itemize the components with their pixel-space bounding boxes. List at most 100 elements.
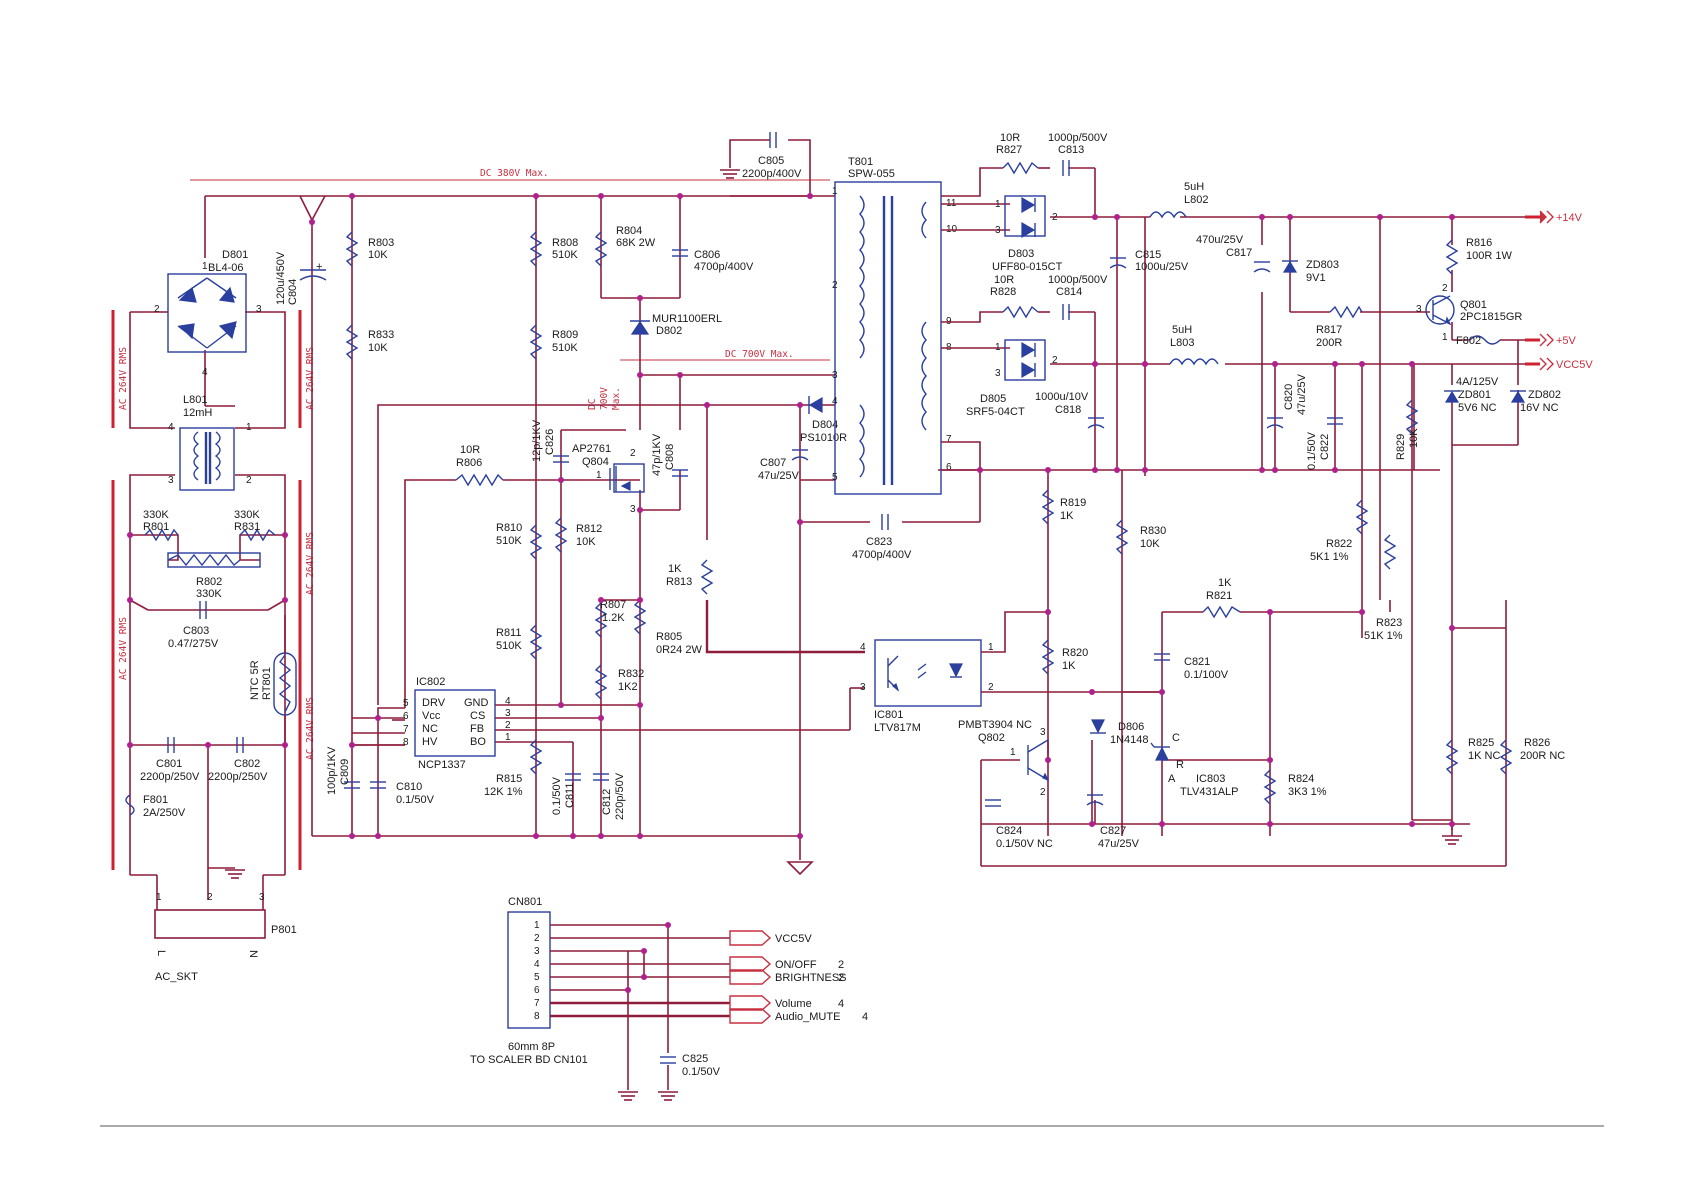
svg-text:3: 3 [505, 708, 511, 719]
c815-capacitor: C815 1000u/25V [1109, 249, 1189, 273]
p801-ac-socket[interactable]: 1 2 3 P801 L N AC_SKT [154, 892, 297, 983]
svg-text:1: 1 [995, 342, 1001, 353]
svg-text:R808: R808 [552, 237, 578, 249]
svg-text:C813: C813 [1058, 144, 1084, 156]
r823-resistor: R823 51K 1% [1364, 534, 1403, 642]
svg-text:16V NC: 16V NC [1520, 402, 1559, 414]
svg-text:C806: C806 [694, 249, 720, 261]
svg-text:L802: L802 [1184, 194, 1208, 206]
svg-text:2200p/400V: 2200p/400V [742, 168, 802, 180]
svg-text:3: 3 [168, 475, 174, 486]
svg-text:C822: C822 [1319, 434, 1331, 460]
r822-resistor: R822 5K1 1% [1310, 499, 1369, 563]
svg-text:47u/25V: 47u/25V [1296, 373, 1308, 415]
rt801-ntc-thermistor: NTC 5R RT801 [249, 615, 297, 745]
r825-resistor: R825 1K NC [1445, 737, 1500, 775]
svg-text:470u/25V: 470u/25V [1196, 234, 1244, 246]
svg-text:4: 4 [832, 396, 838, 407]
c812-capacitor: C812 220p/50V [593, 772, 626, 820]
svg-text:R832: R832 [618, 668, 644, 680]
signal-vcc5v: VCC5V [729, 930, 812, 946]
r829-resistor: R829 10K [1395, 399, 1420, 460]
svg-text:1K: 1K [1218, 577, 1232, 589]
svg-text:5: 5 [832, 472, 838, 483]
svg-text:R819: R819 [1060, 497, 1086, 509]
f801-fuse: F801 2A/250V [125, 794, 186, 819]
svg-text:F801: F801 [143, 794, 168, 806]
svg-text:R811: R811 [496, 627, 521, 639]
svg-text:Max.: Max. [611, 387, 622, 410]
signal-brightness: BRIGHTNESS 2 [729, 969, 847, 985]
zd803-zener: ZD803 9V1 [1282, 259, 1339, 284]
ground-primary [224, 169, 814, 879]
svg-text:R826: R826 [1524, 737, 1550, 749]
r815-resistor: R815 12K 1% [484, 739, 543, 798]
d803-dual-diode: 1 3 2 D803 UFF80-015CT [992, 195, 1063, 273]
svg-text:BL4-06: BL4-06 [208, 262, 243, 274]
svg-text:AC 264V RMS: AC 264V RMS [118, 617, 129, 680]
l801-choke: L801 12mH 4 1 3 2 [168, 394, 252, 491]
svg-text:1.2K: 1.2K [602, 612, 625, 624]
svg-text:10K: 10K [368, 249, 388, 261]
svg-text:10K: 10K [1408, 428, 1420, 448]
svg-text:510K: 510K [552, 342, 578, 354]
svg-text:4: 4 [838, 998, 844, 1010]
svg-text:R829: R829 [1395, 434, 1407, 460]
ac-264v-annotations: AC 264V RMS AC 264V RMS AC 264V RMS AC 2… [111, 310, 316, 870]
svg-text:IC801: IC801 [874, 709, 903, 721]
svg-text:R817: R817 [1316, 324, 1342, 336]
svg-text:2A/250V: 2A/250V [143, 807, 186, 819]
svg-text:510K: 510K [496, 535, 522, 547]
svg-text:R801: R801 [143, 521, 169, 533]
svg-text:5K1 1%: 5K1 1% [1310, 551, 1349, 563]
c807-capacitor: C807 47u/25V [758, 449, 809, 482]
svg-text:C815: C815 [1135, 249, 1161, 261]
svg-text:3: 3 [256, 304, 262, 315]
svg-text:10R: 10R [460, 444, 480, 456]
svg-text:LTV817M: LTV817M [874, 722, 921, 734]
svg-text:R812: R812 [576, 523, 602, 535]
svg-text:6: 6 [403, 711, 409, 722]
svg-text:3: 3 [860, 682, 866, 693]
d802-diode: MUR1100ERL D802 [630, 313, 722, 337]
svg-text:0.1/50V: 0.1/50V [396, 794, 435, 806]
svg-text:BRIGHTNESS: BRIGHTNESS [775, 972, 847, 984]
svg-text:ZD802: ZD802 [1528, 389, 1561, 401]
svg-text:3K3 1%: 3K3 1% [1288, 786, 1327, 798]
cn801-connector[interactable]: CN801 1 2 3 4 5 6 7 8 60mm 8P TO SCALER … [470, 896, 588, 1066]
svg-text:1: 1 [596, 470, 602, 481]
l803-inductor: 5uH L803 [1169, 324, 1219, 366]
svg-text:A: A [1168, 773, 1176, 785]
svg-text:1000u/10V: 1000u/10V [1035, 391, 1089, 403]
svg-text:10K: 10K [1140, 538, 1160, 550]
r821-resistor: 1K R821 [1202, 577, 1241, 619]
svg-text:6: 6 [534, 985, 540, 996]
signal-volume: Volume 4 [729, 995, 844, 1011]
svg-text:D802: D802 [656, 325, 682, 337]
c822-capacitor: 0.1/50V C822 [1306, 417, 1343, 470]
svg-text:510K: 510K [552, 249, 578, 261]
r809-resistor: R809 510K [529, 324, 578, 360]
ic803-shunt-regulator: C R A IC803 TLV431ALP [1150, 732, 1239, 798]
svg-text:1K: 1K [1062, 660, 1076, 672]
r813-resistor: 1K R813 [666, 559, 714, 595]
svg-text:FB: FB [470, 723, 484, 735]
dc-380v-annotation: DC 380V Max. [190, 168, 830, 181]
svg-text:C807: C807 [760, 457, 786, 469]
svg-text:C817: C817 [1226, 247, 1252, 259]
svg-text:R802: R802 [196, 576, 222, 588]
r802-resistor: R802 330K [167, 552, 261, 600]
svg-text:3: 3 [995, 368, 1001, 379]
svg-text:BO: BO [470, 736, 486, 748]
svg-text:D805: D805 [980, 393, 1006, 405]
r801-resistor: 330K R801 [143, 509, 179, 542]
svg-text:1K: 1K [1060, 510, 1074, 522]
svg-text:R827: R827 [996, 144, 1022, 156]
svg-text:ZD803: ZD803 [1306, 259, 1339, 271]
svg-text:C821: C821 [1184, 656, 1210, 668]
svg-text:DC 700V Max.: DC 700V Max. [725, 349, 794, 360]
svg-text:1000p/500V: 1000p/500V [1048, 274, 1108, 286]
r830-resistor: R830 10K [1115, 519, 1166, 555]
svg-text:2: 2 [534, 933, 540, 944]
c820-capacitor: C820 47u/25V [1266, 373, 1308, 429]
